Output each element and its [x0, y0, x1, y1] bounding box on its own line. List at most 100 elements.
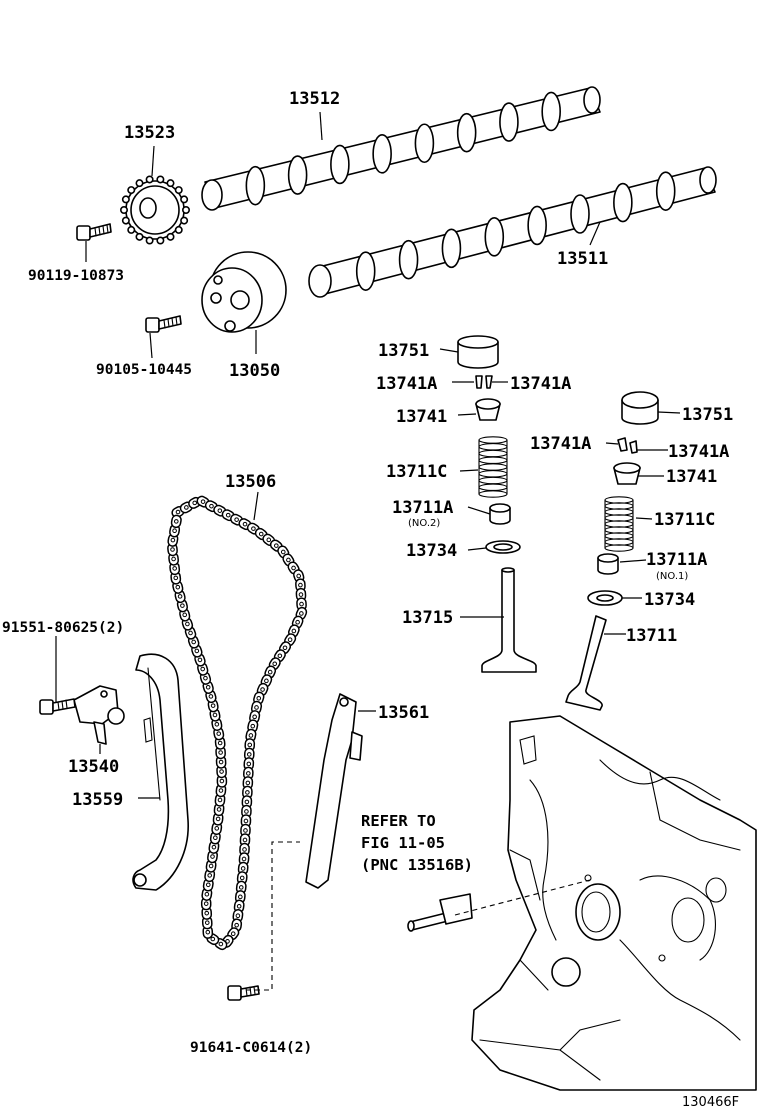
spring-coil — [478, 490, 508, 498]
camshaft-sprocket[interactable] — [120, 175, 191, 245]
spring-seat-left[interactable] — [489, 503, 511, 525]
chain-pin — [197, 657, 203, 663]
chain-pin — [291, 628, 297, 634]
sprocket-tooth — [120, 206, 129, 215]
spring-coil — [478, 469, 508, 478]
chain-pin — [170, 537, 176, 543]
valve-keepers-left[interactable] — [475, 375, 493, 389]
cam-lobe — [287, 155, 308, 195]
chain-pin — [173, 519, 179, 524]
chain-pin — [242, 847, 247, 852]
valve-lifter-left[interactable] — [457, 335, 499, 369]
engine-block — [454, 715, 757, 1091]
spring-coil — [604, 526, 634, 534]
chain-pin — [238, 894, 243, 900]
chain-pin — [177, 594, 183, 599]
chain-pin — [219, 778, 225, 784]
chain-pin — [240, 866, 246, 871]
chain-pin — [194, 648, 200, 654]
label-91551-80625: 91551-80625(2) — [2, 620, 124, 636]
spring-seat-right[interactable] — [597, 553, 619, 575]
chain-pin — [214, 721, 220, 727]
label-13561: 13561 — [378, 703, 429, 723]
figure-id: 130466F — [682, 1095, 739, 1110]
label-13512: 13512 — [289, 89, 340, 109]
chain-pin — [258, 531, 264, 537]
refer-line-2: FIG 11-05 — [361, 834, 445, 852]
chain-pin — [244, 809, 249, 814]
chain-pin — [208, 694, 214, 699]
chain-pin — [234, 922, 239, 928]
cam-lobe — [456, 112, 477, 153]
valve-stem-seal-left[interactable] — [485, 540, 521, 554]
cam-lobe — [541, 91, 561, 132]
vvt-timing-gear[interactable] — [201, 251, 287, 333]
sprocket-bolt[interactable] — [76, 223, 112, 241]
timing-chain[interactable] — [167, 495, 308, 951]
exhaust-valve[interactable] — [481, 567, 537, 673]
spring-coil — [604, 544, 634, 552]
valve-stem-seal-right[interactable] — [587, 590, 623, 606]
intake-valve[interactable] — [565, 615, 607, 711]
chain-slipper-guide[interactable] — [132, 653, 189, 891]
chain-pin — [210, 936, 216, 942]
chain-pin — [217, 797, 223, 803]
chain-pin — [218, 750, 223, 755]
chain-pin — [205, 684, 211, 690]
cam-lobe — [245, 165, 266, 206]
tensioner-bolt[interactable] — [39, 698, 76, 715]
cam-lobe — [372, 134, 392, 174]
chain-pin — [242, 837, 248, 843]
chain-damper[interactable] — [305, 693, 363, 889]
valve-spring-right[interactable] — [604, 496, 634, 552]
damper-bolt[interactable] — [227, 985, 260, 1001]
sprocket-tooth — [121, 195, 130, 204]
chain-pin — [291, 565, 296, 571]
chain-pin — [191, 639, 196, 645]
camshaft-intake[interactable] — [308, 166, 717, 298]
chain-pin — [277, 653, 283, 659]
cam-lobe — [484, 217, 505, 257]
cam-lobe — [414, 123, 435, 164]
chain-pin — [298, 592, 304, 597]
label-13741-right: 13741 — [666, 467, 717, 487]
chain-pin — [217, 508, 223, 513]
spring-retainer-right[interactable] — [613, 462, 641, 485]
valve-keepers-right[interactable] — [617, 437, 638, 454]
chain-pin — [256, 695, 262, 701]
spring-retainer-left[interactable] — [475, 398, 501, 421]
valve-spring-left[interactable] — [478, 436, 508, 498]
chain-pin — [204, 891, 210, 897]
vvt-bolt[interactable] — [145, 315, 182, 333]
chain-pin — [251, 526, 256, 531]
spring-coil — [478, 456, 508, 464]
cam-lobe — [613, 182, 633, 223]
valve-lifter-right[interactable] — [621, 391, 659, 425]
sprocket-tooth — [174, 225, 183, 234]
chain-pin — [182, 612, 188, 618]
spring-coil — [478, 436, 508, 444]
spring-coil — [478, 449, 508, 458]
chain-tensioner[interactable] — [73, 685, 125, 745]
chain-pin — [235, 913, 241, 919]
label-13711a-left: 13711A — [392, 498, 453, 518]
chain-pin — [205, 882, 211, 888]
chain-pin — [215, 816, 221, 822]
camshaft-exhaust[interactable] — [201, 86, 601, 211]
chain-pin — [245, 780, 251, 786]
chain-pin — [242, 521, 248, 527]
chain-pin — [266, 537, 272, 543]
spring-coil — [604, 502, 634, 510]
spring-coil — [604, 538, 634, 546]
oil-jet-pin[interactable] — [407, 893, 473, 932]
chain-pin — [282, 645, 288, 651]
chain-pin — [243, 828, 248, 833]
chain-pin — [216, 807, 222, 812]
chain-pin — [248, 733, 254, 738]
label-13741a-left-a: 13741A — [376, 374, 437, 394]
chain-pin — [299, 601, 304, 607]
label-13741a-right-a: 13741A — [530, 434, 591, 454]
chain-pin — [296, 573, 302, 579]
chain-pin — [217, 740, 223, 746]
